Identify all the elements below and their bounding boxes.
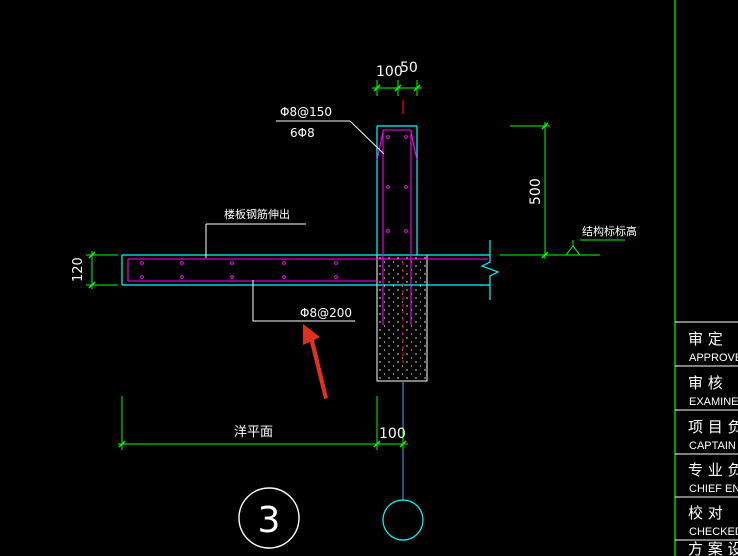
- structure-outline: [121, 125, 500, 300]
- title-row-chief-cn: 专 业 负: [688, 461, 738, 479]
- title-row-checked-en: CHECKED: [689, 526, 738, 538]
- rebar-dots: [140, 135, 408, 279]
- title-row-examined-en: EXAMINED: [689, 396, 738, 408]
- title-row-examined-cn: 审 核: [688, 374, 723, 392]
- title-row-captain-cn: 项 目 负: [688, 418, 738, 436]
- dim-100-top: 100: [376, 64, 403, 80]
- title-block: 审 定 APPROVE 审 核 EXAMINED 项 目 负 CAPTAIN 专…: [674, 0, 738, 556]
- label-slab-rebar-note: 楼板钢筋伸出: [224, 207, 290, 221]
- label-plan-face: 洋平面: [234, 425, 273, 440]
- detail-number: 3: [258, 500, 281, 541]
- red-arrow-icon: [303, 324, 328, 399]
- title-row-chief-en: CHIEF EN: [689, 483, 738, 495]
- label-rebar-vertical: Φ8@150: [280, 105, 332, 119]
- label-rebar-slab: Φ8@200: [300, 306, 352, 320]
- title-row-approve-cn: 审 定: [688, 330, 723, 348]
- dim-120: 120: [71, 257, 86, 282]
- title-row-checked-cn: 校 对: [688, 504, 723, 522]
- label-structure-level: 结构标标高: [582, 224, 637, 238]
- label-rebar-longitudinal: 6Φ8: [290, 126, 315, 140]
- dim-500: 500: [528, 178, 544, 205]
- axis-bubble[interactable]: [382, 499, 424, 541]
- dim-50-top: 50: [400, 60, 418, 76]
- title-row-scheme-cn: 方 案 设: [688, 540, 738, 556]
- dimension-ticks: [88, 84, 549, 448]
- dim-100-bottom: 100: [379, 426, 406, 442]
- detail-bubble[interactable]: 3: [238, 487, 300, 549]
- title-row-captain-en: CAPTAIN: [689, 440, 736, 452]
- concrete-column-hatch: [376, 254, 428, 382]
- leader-lines: [205, 120, 385, 322]
- title-row-approve-en: APPROVE: [689, 352, 738, 364]
- dimension-lines: [86, 80, 625, 450]
- rebar-lines: [127, 129, 488, 325]
